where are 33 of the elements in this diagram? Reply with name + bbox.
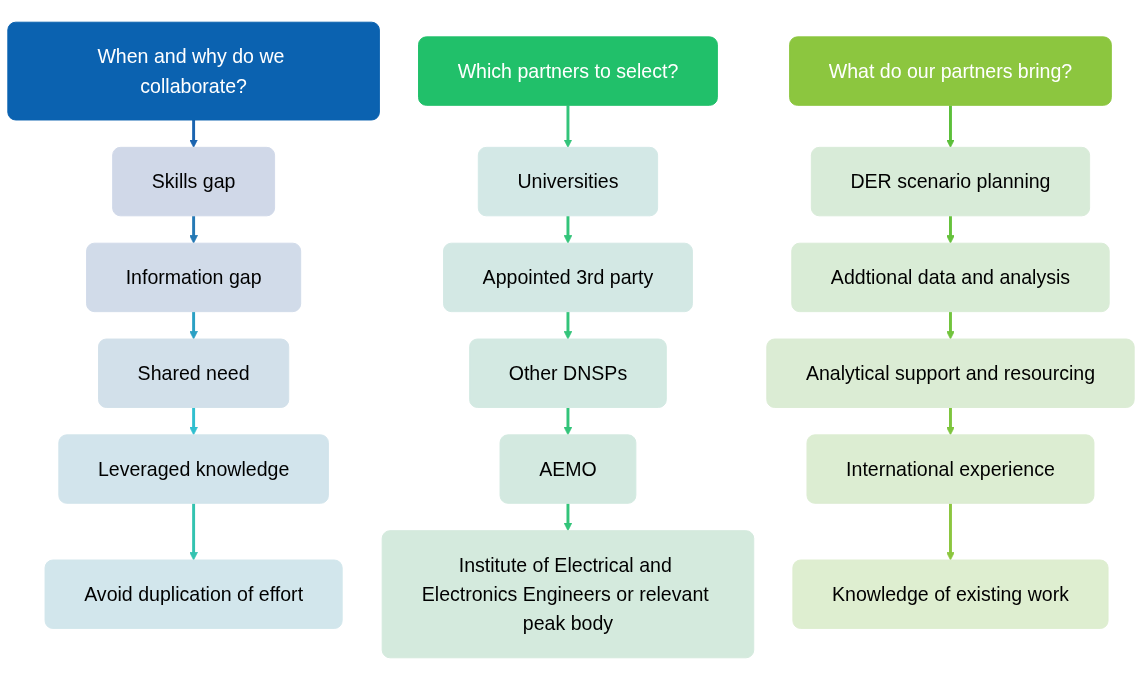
arrow bbox=[563, 503, 573, 532]
node-box: Which partners to select? bbox=[418, 36, 718, 106]
arrow bbox=[189, 215, 198, 244]
node-box: Avoid duplication of effort bbox=[44, 559, 343, 629]
arrow bbox=[946, 105, 955, 148]
arrow bbox=[189, 120, 198, 148]
arrow bbox=[946, 407, 955, 436]
arrow bbox=[189, 503, 198, 561]
arrow bbox=[189, 407, 198, 436]
node-box: Knowledge of existing work bbox=[792, 559, 1109, 629]
arrow bbox=[189, 311, 198, 340]
arrow bbox=[563, 311, 573, 340]
node-box: Universities bbox=[477, 146, 659, 217]
node-box: DER scenario planning bbox=[810, 146, 1091, 217]
node-box: What do our partners bring? bbox=[789, 36, 1112, 106]
node-box: AEMO bbox=[499, 434, 637, 504]
arrow bbox=[946, 215, 955, 244]
node-box: Shared need bbox=[98, 338, 290, 408]
node-box: Institute of Electrical and Electronics Engineers or relevant peak body bbox=[381, 530, 755, 659]
node-box: Skills gap bbox=[112, 146, 276, 217]
arrow bbox=[563, 105, 573, 148]
node-box: Information gap bbox=[86, 242, 302, 313]
arrow bbox=[563, 407, 573, 436]
arrow bbox=[946, 503, 955, 561]
node-box: International experience bbox=[806, 434, 1095, 504]
node-box: Appointed 3rd party bbox=[443, 242, 693, 313]
node-box: Leveraged knowledge bbox=[58, 434, 329, 504]
node-box: Addtional data and analysis bbox=[791, 242, 1110, 313]
node-box: Other DNSPs bbox=[469, 338, 667, 408]
node-box: When and why do we collaborate? bbox=[7, 21, 380, 121]
arrow bbox=[946, 311, 955, 340]
node-box: Analytical support and resourcing bbox=[766, 338, 1135, 408]
arrow bbox=[563, 215, 573, 244]
